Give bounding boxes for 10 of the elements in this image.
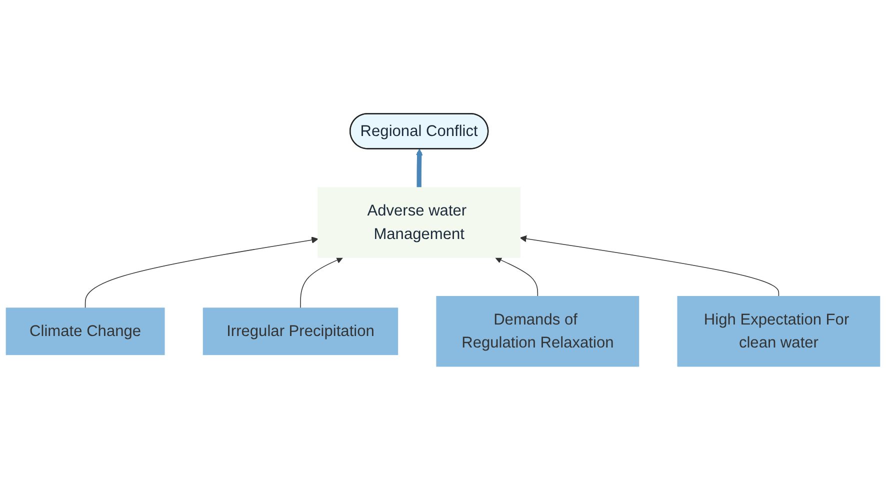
node-box: Irregular Precipitation (202, 308, 398, 356)
node-box: Adverse water Management (318, 187, 521, 258)
node-box: Demands of Regulation Relaxation (436, 296, 640, 367)
arrow (300, 256, 344, 308)
arrow (495, 256, 538, 297)
arrow (84, 236, 318, 308)
arrow (416, 148, 423, 188)
node-box: High Expectation For clean water (677, 296, 880, 367)
arrow (520, 235, 780, 297)
node-box: Climate Change (6, 308, 165, 356)
